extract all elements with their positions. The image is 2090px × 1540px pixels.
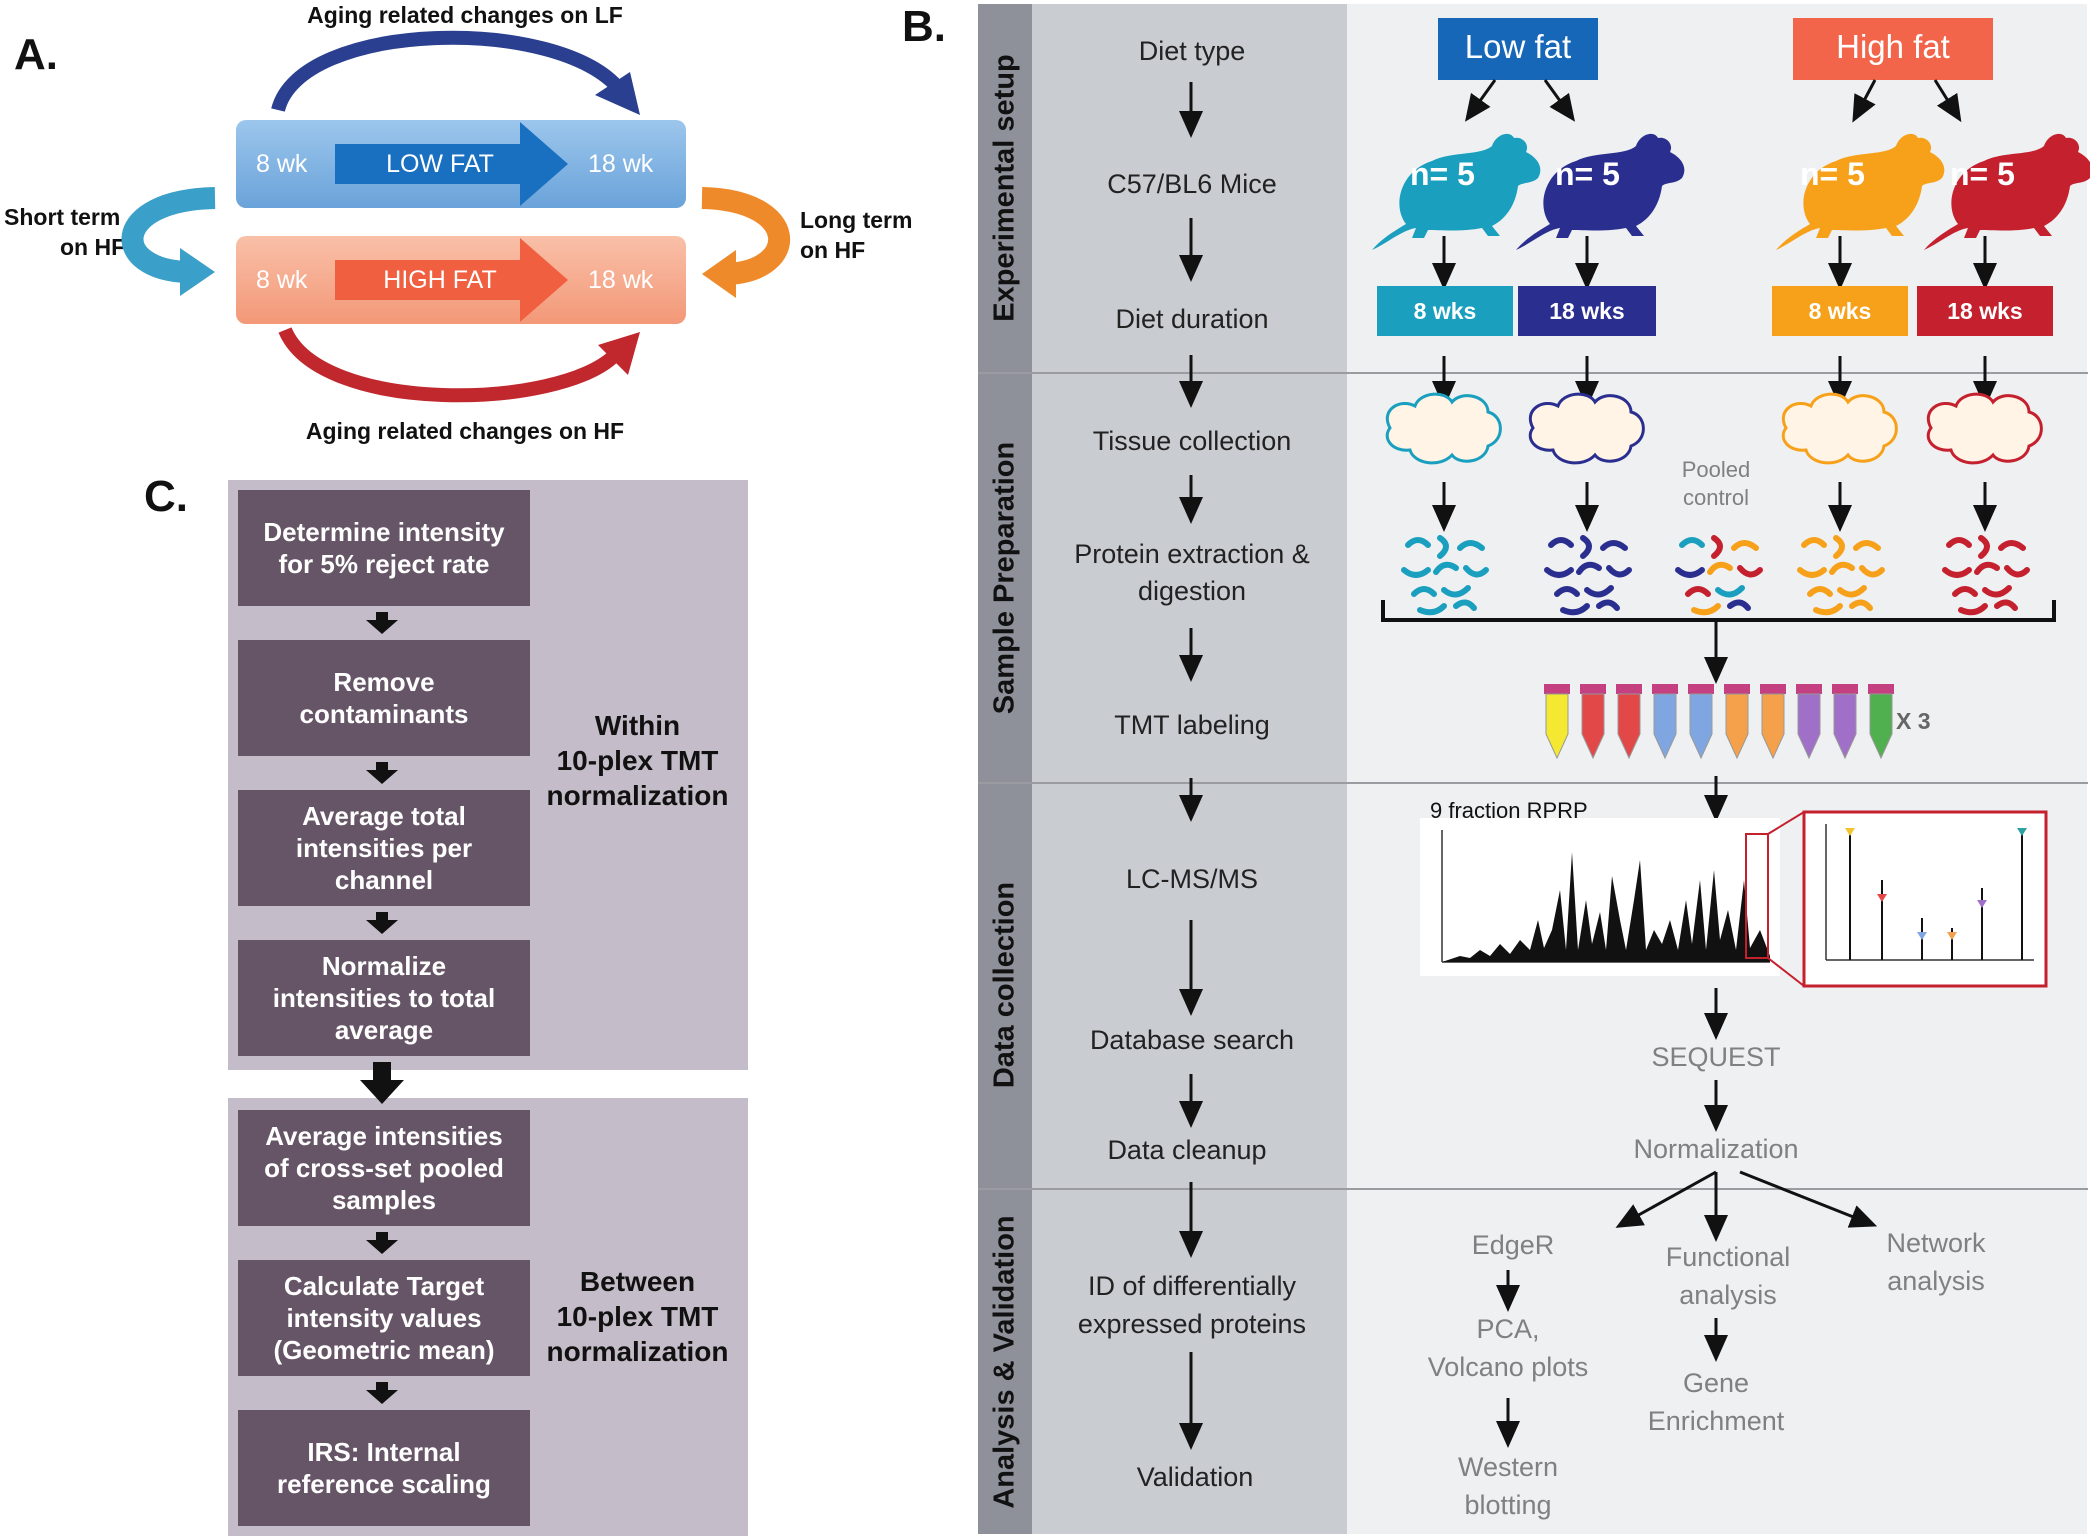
hf-end: 18 wk <box>588 266 654 294</box>
step-id-proteins-2: expressed proteins <box>1077 1309 1307 1339</box>
aging-hf-caption: Aging related changes on HF <box>305 418 625 444</box>
top-arc-head <box>595 72 640 115</box>
pca-label: PCA,Volcano plots <box>1427 1314 1589 1382</box>
step-database-search: Database search <box>1089 1025 1295 1055</box>
section-divider-2 <box>978 782 2088 784</box>
normalization-label: Normalization <box>1633 1134 1799 1164</box>
step-tmt-labeling: TMT labeling <box>1114 710 1270 740</box>
duration-18wk-hf: 18 wks <box>1917 286 2053 336</box>
c-arrow-1 <box>366 612 398 634</box>
top-arc-arrow <box>271 30 626 113</box>
step-data-cleanup: Data cleanup <box>1107 1135 1267 1165</box>
x3-label: X 3 <box>1896 708 1931 734</box>
right-arc-head <box>702 250 736 298</box>
left-arc-head <box>180 248 215 296</box>
right-arc-arrow <box>701 187 790 285</box>
tmt-tubes <box>1544 684 1894 760</box>
low-fat-box <box>1438 18 1598 80</box>
step-lc-ms: LC-MS/MS <box>1125 864 1258 894</box>
step-mice: C57/BL6 Mice <box>1107 169 1277 199</box>
low-fat-label: Low fat <box>1464 28 1572 65</box>
edger-label: EdgeR <box>1471 1230 1555 1260</box>
low-fat-arrow <box>335 122 568 206</box>
step-diet-type: Diet type <box>1138 36 1246 66</box>
section-divider-3 <box>978 1188 2088 1190</box>
c-arrow-2 <box>366 762 398 784</box>
hf-start: 8 wk <box>256 266 308 294</box>
tissue-orange <box>1781 392 1898 465</box>
c-arrow-5 <box>366 1232 398 1254</box>
pooled-control-2: control <box>1682 485 1750 510</box>
mouse-n-teal: n= 5 <box>1410 156 1475 192</box>
reporter-ion-inset <box>1802 810 2048 988</box>
chromatogram-trace <box>1442 852 1770 962</box>
lf-end: 18 wk <box>588 150 654 178</box>
sequest-label: SEQUEST <box>1651 1042 1781 1072</box>
pooled-control-1: Pooled <box>1681 457 1751 482</box>
tissue-navy <box>1528 392 1645 465</box>
peptides-orange <box>1797 535 1885 616</box>
step-validation: Validation <box>1136 1462 1254 1492</box>
panel-a-diagram <box>121 30 790 403</box>
c-arrow-6 <box>366 1382 398 1404</box>
fraction-label: 9 fraction RPRP <box>1430 798 1588 823</box>
short-term-label-2: on HF <box>60 234 126 260</box>
panel-c-label: C. <box>144 472 188 521</box>
lf-label: LOW FAT <box>386 150 494 178</box>
left-arc-arrow <box>121 187 216 283</box>
step-diet-duration: Diet duration <box>1115 304 1269 334</box>
tissue-teal <box>1385 392 1502 465</box>
lf-start: 8 wk <box>256 150 308 178</box>
c-arrow-4 <box>360 1062 404 1104</box>
peptides-red <box>1942 535 2030 616</box>
step-tissue-collection: Tissue collection <box>1092 426 1292 456</box>
aging-lf-caption: Aging related changes on LF <box>307 2 623 28</box>
hf-label: HIGH FAT <box>383 266 497 294</box>
panel-c-arrows <box>360 612 404 1404</box>
duration-8wk-lf: 8 wks <box>1377 286 1513 336</box>
high-fat-box <box>1793 18 1993 80</box>
duration-8wk-hf: 8 wks <box>1772 286 1908 336</box>
mouse-n-orange: n= 5 <box>1800 156 1865 192</box>
panel-a-label: A. <box>14 30 58 79</box>
pool-bracket <box>1381 600 2056 622</box>
high-fat-label: High fat <box>1836 28 1950 65</box>
c-arrow-3 <box>366 912 398 934</box>
long-term-label-1: Long term <box>800 207 913 233</box>
step-protein-extraction-2: digestion <box>1137 576 1247 606</box>
mouse-n-navy: n= 5 <box>1555 156 1620 192</box>
bottom-arc-arrow <box>278 326 620 403</box>
bottom-arc-head <box>598 332 640 375</box>
section-divider-1 <box>978 372 2088 374</box>
detail-column <box>1347 4 2087 1534</box>
peptides-navy <box>1544 535 1632 616</box>
long-term-label-2: on HF <box>800 237 866 263</box>
mouse-n-red: n= 5 <box>1950 156 2015 192</box>
peptides-pooled <box>1675 535 1763 616</box>
section-sidebar <box>978 4 1032 1534</box>
step-id-proteins-1: ID of differentially <box>1087 1271 1297 1301</box>
panel-b-label: B. <box>902 2 946 51</box>
high-fat-arrow <box>335 238 568 322</box>
peptides-teal <box>1401 535 1489 616</box>
short-term-label-1: Short term <box>4 204 121 230</box>
tissue-red <box>1926 392 2043 465</box>
duration-18wk-lf: 18 wks <box>1518 286 1656 336</box>
step-protein-extraction-1: Protein extraction & <box>1074 539 1310 569</box>
